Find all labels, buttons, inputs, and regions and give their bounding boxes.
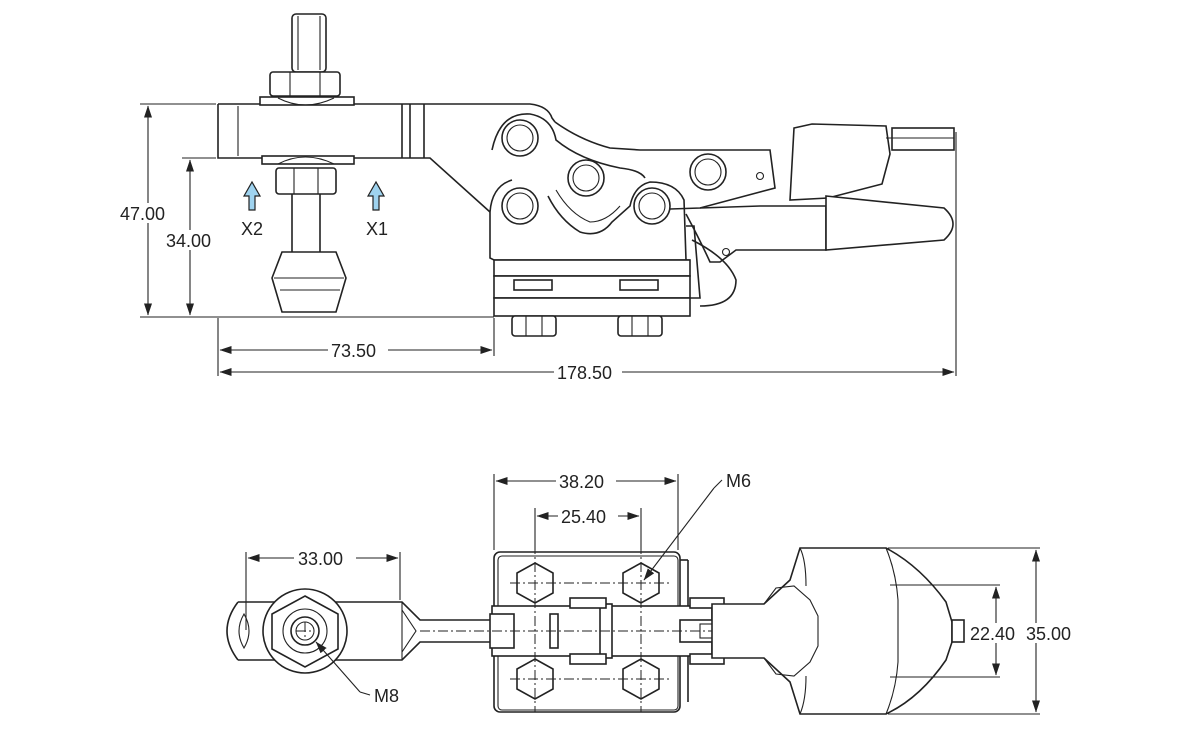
top-view: 33.00 38.20 25.40 22.40 35.00 M6 M8 — [226, 471, 1076, 715]
force-arrow-x2 — [242, 180, 262, 211]
dim-height-spindle: 34.00 — [166, 231, 211, 251]
dim-handle-inner: 22.40 — [970, 624, 1015, 644]
handle-top — [711, 547, 953, 715]
dim-overall-length: 178.50 — [557, 363, 612, 383]
dim-hole-x-outer: 38.20 — [559, 472, 604, 492]
dim-handle-outer: 35.00 — [1026, 624, 1071, 644]
handle-lever — [685, 205, 827, 263]
dim-hole-x-inner: 25.40 — [561, 507, 606, 527]
pressure-pad — [271, 251, 347, 313]
base-plate — [493, 259, 691, 277]
force-label-x2: X2 — [241, 219, 263, 239]
side-view: X2 X1 47.00 34.00 73.50 178.50 — [120, 13, 957, 383]
dim-height-total: 47.00 — [120, 204, 165, 224]
dim-eye-spacing: 33.00 — [298, 549, 343, 569]
callout-m6: M6 — [726, 471, 751, 491]
callout-m8: M8 — [374, 686, 399, 706]
dim-base-to-spindle: 73.50 — [331, 341, 376, 361]
force-label-x1: X1 — [366, 219, 388, 239]
force-arrow-x1 — [366, 180, 386, 211]
linkage-arm — [554, 121, 776, 211]
